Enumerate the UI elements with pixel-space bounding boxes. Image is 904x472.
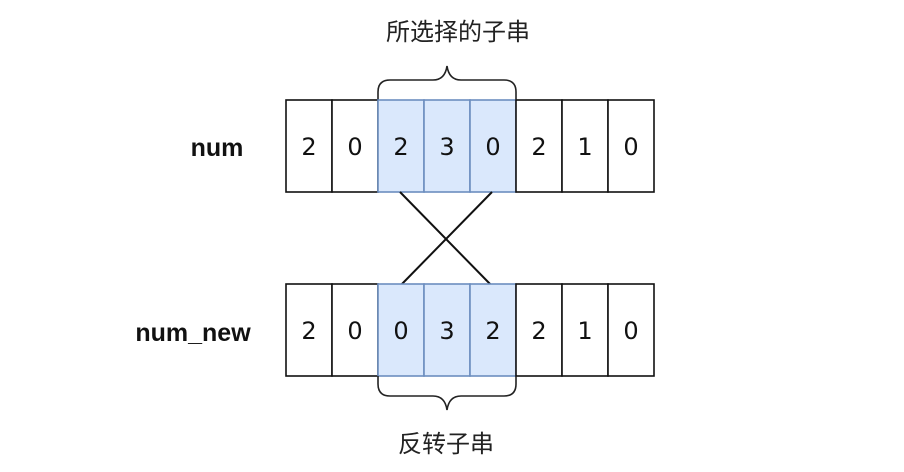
array-cell: 0 xyxy=(331,283,379,377)
bottom-brace xyxy=(377,376,517,411)
cell-value: 2 xyxy=(301,317,316,345)
cell-value: 0 xyxy=(347,133,362,161)
cell-box xyxy=(331,99,379,193)
array-cell: 2 xyxy=(469,283,517,377)
cell-value: 3 xyxy=(439,317,454,345)
cell-box xyxy=(285,99,333,193)
cell-value: 2 xyxy=(531,317,546,345)
array-cell: 1 xyxy=(561,283,609,377)
num-new-array: 2 0 0 3 2 2 1 0 xyxy=(285,283,655,377)
reversed-substring-caption: 反转子串 xyxy=(398,430,494,458)
array-cell: 2 xyxy=(285,99,333,193)
cell-value: 2 xyxy=(531,133,546,161)
array-cell: 0 xyxy=(331,99,379,193)
cell-box xyxy=(331,283,379,377)
highlighted-cell-box xyxy=(423,283,471,377)
cell-box xyxy=(607,99,655,193)
highlighted-cell-box xyxy=(377,283,425,377)
cell-value: 0 xyxy=(393,317,408,345)
cell-value: 1 xyxy=(577,317,592,345)
array-cell: 0 xyxy=(607,283,655,377)
cell-box xyxy=(607,283,655,377)
crossing-lines xyxy=(399,191,493,287)
cell-value: 2 xyxy=(485,317,500,345)
array-cell: 2 xyxy=(377,99,425,193)
cell-box xyxy=(285,283,333,377)
cell-value: 2 xyxy=(393,133,408,161)
array-cell: 1 xyxy=(561,99,609,193)
selected-substring-caption: 所选择的子串 xyxy=(386,18,530,46)
array-cell: 2 xyxy=(515,99,563,193)
cell-box xyxy=(515,283,563,377)
array-cell: 2 xyxy=(285,283,333,377)
cell-value: 0 xyxy=(485,133,500,161)
cell-value: 0 xyxy=(623,133,638,161)
array-cell: 0 xyxy=(469,99,517,193)
cell-box xyxy=(561,283,609,377)
cell-box xyxy=(515,99,563,193)
cell-box xyxy=(561,99,609,193)
num-row-label: num xyxy=(191,134,244,162)
cell-value: 3 xyxy=(439,133,454,161)
array-cell: 2 xyxy=(515,283,563,377)
cross-line-right-to-left xyxy=(399,191,493,287)
cell-value: 2 xyxy=(301,133,316,161)
cell-value: 0 xyxy=(347,317,362,345)
cell-value: 0 xyxy=(623,317,638,345)
num-array: 2 0 2 3 0 2 1 0 xyxy=(285,99,655,193)
array-cell: 0 xyxy=(607,99,655,193)
top-brace xyxy=(377,65,517,100)
array-cell: 3 xyxy=(423,99,471,193)
num-new-row-label: num_new xyxy=(135,319,251,347)
cell-value: 1 xyxy=(577,133,592,161)
array-cell: 3 xyxy=(423,283,471,377)
array-cell: 0 xyxy=(377,283,425,377)
highlighted-cell-box xyxy=(469,99,517,193)
